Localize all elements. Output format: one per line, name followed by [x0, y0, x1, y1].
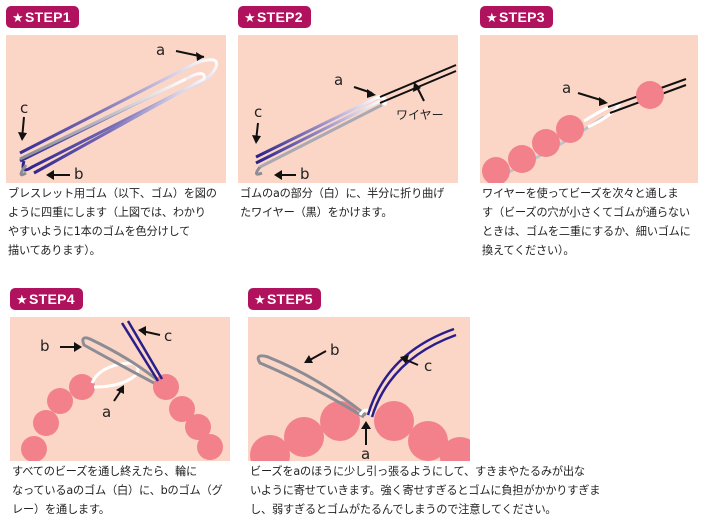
elastic-loop-a [90, 361, 140, 389]
label-b: b [300, 165, 310, 183]
bead [185, 414, 211, 440]
elastic-loop-a [377, 95, 388, 106]
step1-badge: ★STEP1 [6, 6, 79, 28]
elastic-loop-a [583, 100, 623, 129]
step5-badge-label: STEP5 [266, 291, 313, 307]
elastic-loop-b [256, 354, 367, 419]
step3-illustration: a [482, 78, 687, 183]
star-icon: ★ [244, 10, 256, 25]
elastic-strand-b [259, 103, 383, 169]
label-c: c [254, 103, 262, 121]
arrow-c-head [400, 355, 409, 364]
bead [153, 374, 179, 400]
step5-panel: b c a [248, 317, 470, 461]
step3-description: ワイヤーを使ってビーズを次々と通しま す（ビーズの穴が小さくてゴムが通らない と… [482, 187, 691, 257]
step4-description: すべてのビーズを通し終えたら、輪に なっているaのゴム（白）に、bのゴム（グ レ… [12, 465, 223, 516]
step2-illustration: a c b ワイヤー [252, 64, 457, 183]
label-a: a [334, 71, 343, 89]
arrow-b-head [46, 170, 54, 180]
label-a: a [562, 79, 571, 97]
step1-badge-label: STEP1 [24, 9, 71, 25]
step3-badge-label: STEP3 [498, 9, 545, 25]
bead [482, 157, 510, 183]
step3-badge: ★STEP3 [480, 6, 553, 28]
bead [508, 145, 536, 173]
label-a: a [102, 403, 111, 421]
arrow-wire-head [413, 82, 421, 92]
star-icon: ★ [254, 292, 266, 307]
label-b: b [330, 341, 340, 359]
label-c: c [164, 327, 172, 345]
star-icon: ★ [486, 10, 498, 25]
arrow-a-head [361, 421, 371, 429]
elastic-strand-c2 [126, 320, 164, 380]
step2-description: ゴムのaの部分（白）に、半分に折り曲げ たワイヤー（黒）をかけます。 [240, 187, 445, 219]
bead [197, 434, 223, 460]
bead-on-wire [636, 81, 664, 109]
step3-panel: a [480, 35, 698, 183]
label-c: c [20, 99, 28, 117]
arrow-a-head [367, 89, 376, 98]
label-b: b [40, 337, 50, 355]
elastic-strand-c [366, 327, 455, 416]
step2-panel: a c b ワイヤー [238, 35, 458, 183]
label-a: a [156, 41, 165, 59]
bead [250, 435, 290, 461]
bead [21, 436, 47, 461]
elastic-loop-a [19, 58, 219, 172]
star-icon: ★ [16, 292, 28, 307]
step4-panel: b c a [10, 317, 230, 461]
elastic-strand-inner [19, 72, 206, 175]
step2-badge-label: STEP2 [256, 9, 303, 25]
step1-panel: a c b [6, 35, 226, 183]
label-b: b [74, 165, 84, 183]
arrow-a-head [599, 97, 608, 106]
elastic-strand-c [255, 95, 379, 159]
elastic-strand-c2 [370, 333, 457, 418]
step2-badge: ★STEP2 [238, 6, 311, 28]
bead [284, 417, 324, 457]
bead [33, 410, 59, 436]
bead [69, 374, 95, 400]
bead [556, 115, 584, 143]
bead [320, 401, 360, 441]
step1-description: ブレスレット用ゴム（以下、ゴム）を図の ように四重にします（上図では、わかり や… [8, 187, 217, 257]
star-icon: ★ [12, 10, 24, 25]
bead [532, 129, 560, 157]
wire-top [379, 64, 457, 98]
bead [374, 401, 414, 441]
step5-description: ビーズをaのほうに少し引っ張るようにして、すきまやたるみが出な いように寄せてい… [250, 465, 601, 516]
step4-illustration: b c a [21, 320, 223, 461]
elastic-loop-b [81, 336, 157, 385]
elastic-loop-b [19, 164, 28, 177]
step5-badge: ★STEP5 [248, 288, 321, 310]
bead [47, 388, 73, 414]
arrow-c-head [18, 132, 27, 141]
elastic-strand-c [120, 322, 160, 382]
label-c: c [424, 357, 432, 375]
arrow-b-head [274, 170, 282, 180]
arrow-b-head [304, 355, 313, 363]
elastic-loop-a [358, 408, 374, 416]
arrow-c-head [252, 135, 261, 144]
elastic-strand-inner [255, 99, 381, 165]
arrow-a-head [116, 385, 124, 394]
elastic-loop-b [255, 166, 263, 176]
bead [440, 437, 470, 461]
step4-badge-label: STEP4 [28, 291, 75, 307]
step4-badge: ★STEP4 [10, 288, 83, 310]
arrow-b-head [74, 342, 82, 352]
label-wire: ワイヤー [396, 108, 444, 122]
bead [169, 396, 195, 422]
step1-illustration: a c b [18, 41, 219, 183]
bead [408, 421, 448, 461]
step5-illustration: b c a [250, 327, 470, 461]
arrow-c-head [138, 326, 146, 336]
label-a: a [361, 445, 370, 461]
arrow-a-head [196, 52, 204, 61]
elastic-strand-b [19, 77, 187, 161]
